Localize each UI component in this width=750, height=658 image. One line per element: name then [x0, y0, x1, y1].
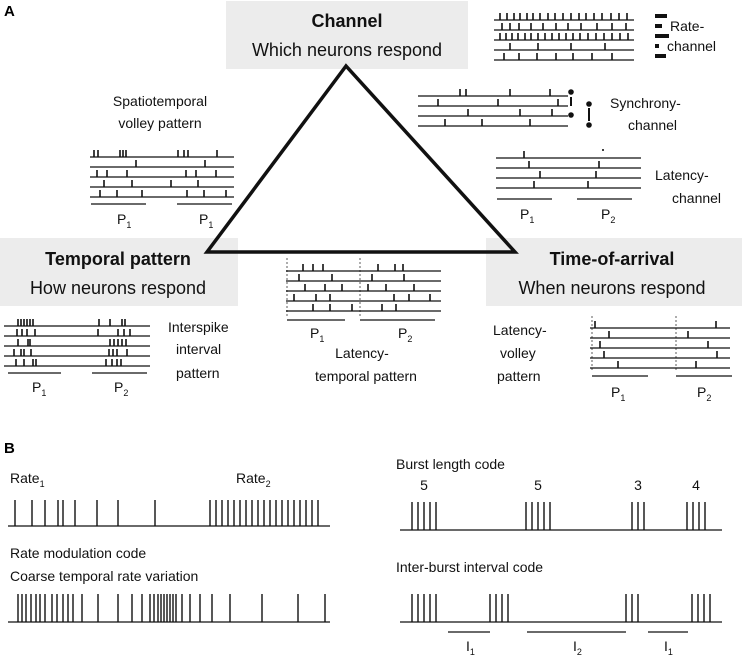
latency-temporal-code: P1 P2 Latency- temporal pattern: [286, 258, 441, 384]
spatiotemporal-label-1: Spatiotemporal: [113, 93, 207, 109]
channel-subtitle: Which neurons respond: [252, 40, 442, 60]
latency-volley-label-1: Latency-: [493, 322, 547, 338]
isi-p1: P1: [32, 379, 46, 398]
latency-temporal-label-1: Latency-: [335, 345, 389, 361]
coding-triangle: [203, 63, 519, 254]
rate-spike-train: [14, 500, 319, 526]
rate-channel-label-2: channel: [667, 38, 716, 54]
rate-channel-code: Rate- channel: [494, 13, 716, 61]
rate1-label: Rate1: [10, 470, 45, 489]
latency-channel-code: P1 P2 Latency- channel: [496, 149, 721, 225]
isi-p2: P2: [114, 379, 128, 398]
rate2-label: Rate2: [236, 470, 271, 489]
isi-pattern-code: P1 P2 Interspike interval pattern: [4, 319, 229, 398]
interburst-interval-code: Inter-burst interval code I1 I2 I1: [396, 559, 722, 657]
burst-length-code: Burst length code 5 5 3 4: [396, 456, 722, 531]
spatiotemporal-p1-left: P1: [117, 211, 131, 230]
synchrony-channel-label-2: channel: [628, 117, 677, 133]
burst-length-spike-train: [411, 502, 706, 530]
isi-label-1: Interspike: [168, 319, 229, 335]
latency-channel-label-1: Latency-: [655, 167, 709, 183]
latency-volley-label-2: volley: [500, 345, 536, 361]
spatiotemporal-label-2: volley pattern: [118, 115, 201, 131]
spatiotemporal-volley-code: Spatiotemporal volley pattern P1 P1: [90, 93, 234, 230]
time-of-arrival-title: Time-of-arrival: [550, 249, 675, 269]
temporal-pattern-subtitle: How neurons respond: [30, 278, 206, 298]
temporal-pattern-title: Temporal pattern: [45, 249, 191, 269]
panel-b-letter: B: [4, 440, 15, 457]
synchrony-channel-label-1: Synchrony-: [610, 95, 681, 111]
time-of-arrival-vertex: Time-of-arrival When neurons respond: [486, 238, 742, 306]
burst-count-2: 5: [534, 477, 542, 493]
spatiotemporal-p1-right: P1: [199, 211, 213, 230]
latency-temporal-label-2: temporal pattern: [315, 368, 417, 384]
interburst-spike-train: [411, 594, 711, 622]
temporal-pattern-vertex: Temporal pattern How neurons respond: [0, 238, 238, 306]
interval-2-label: I2: [573, 638, 582, 657]
rate-histogram-icon: [655, 14, 669, 58]
rate-code: Rate1 Rate2: [8, 470, 330, 527]
latency-volley-p2: P2: [697, 384, 711, 403]
channel-title: Channel: [311, 11, 382, 31]
latency-volley-p1: P1: [611, 384, 625, 403]
latency-volley-label-3: pattern: [497, 368, 541, 384]
synchrony-icon: [568, 89, 592, 128]
interval-1-label: I1: [466, 638, 475, 657]
interval-3-label: I1: [664, 638, 673, 657]
rate-modulation-code: Rate modulation code Coarse temporal rat…: [8, 545, 330, 623]
latency-channel-p2: P2: [601, 206, 615, 225]
rate-modulation-label-1: Rate modulation code: [10, 545, 146, 561]
burst-length-label: Burst length code: [396, 456, 505, 472]
latency-volley-code: Latency- volley pattern P1 P2: [493, 316, 732, 403]
latency-temporal-p1: P1: [310, 325, 324, 344]
interburst-label: Inter-burst interval code: [396, 559, 543, 575]
burst-count-3: 3: [634, 477, 642, 493]
rate-channel-spikes: [499, 13, 629, 60]
latency-channel-label-2: channel: [672, 190, 721, 206]
rate-modulation-spike-train: [17, 594, 326, 622]
isi-label-3: pattern: [176, 365, 220, 381]
panel-a-letter: A: [4, 3, 15, 20]
rate-modulation-label-2: Coarse temporal rate variation: [10, 568, 198, 584]
synchrony-channel-code: Synchrony- channel: [418, 89, 681, 133]
time-of-arrival-subtitle: When neurons respond: [518, 278, 705, 298]
rate-channel-label-1: Rate-: [670, 18, 705, 34]
latency-temporal-p2: P2: [398, 325, 412, 344]
burst-count-4: 4: [692, 477, 700, 493]
isi-label-2: interval: [176, 341, 221, 357]
channel-vertex: Channel Which neurons respond: [226, 1, 468, 69]
burst-count-1: 5: [420, 477, 428, 493]
latency-channel-p1: P1: [520, 206, 534, 225]
